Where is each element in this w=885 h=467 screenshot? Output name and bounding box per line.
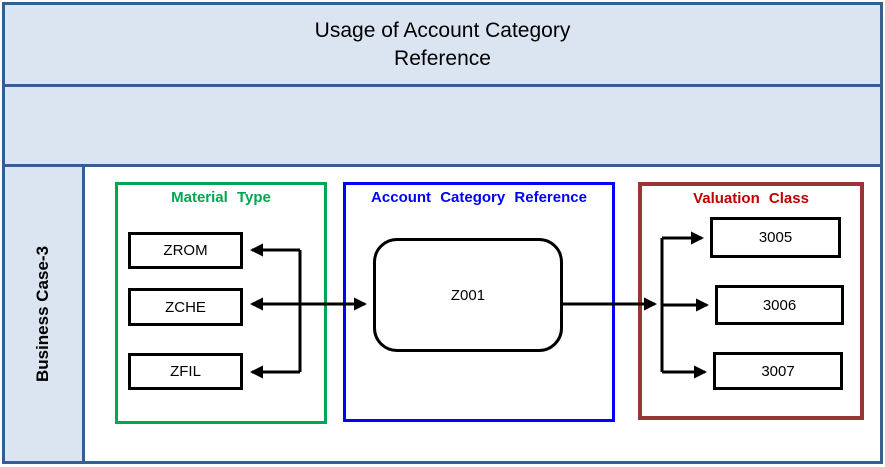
- node-valuation-3006: 3006: [715, 285, 844, 325]
- node-material-zche: ZCHE: [128, 288, 243, 326]
- node-material-zrom: ZROM: [128, 232, 243, 269]
- group-account-category-reference-title: Account Category Reference: [371, 189, 587, 206]
- content-band: Business Case-3 Material Type Account Ca…: [5, 167, 880, 461]
- node-valuation-3005: 3005: [710, 217, 841, 258]
- sidebar-label: Business Case-3: [33, 245, 53, 383]
- empty-band: [5, 87, 880, 167]
- node-valuation-3007: 3007: [713, 352, 843, 390]
- group-valuation-class: Valuation Class: [638, 182, 864, 420]
- sidebar-business-case: Business Case-3: [5, 167, 85, 461]
- title-band: Usage of Account Category Reference: [5, 5, 880, 87]
- group-valuation-class-title: Valuation Class: [693, 190, 809, 207]
- group-account-category-reference: Account Category Reference: [343, 182, 615, 422]
- page-title-line2: Reference: [394, 46, 491, 70]
- node-account-category-z001: Z001: [373, 238, 563, 352]
- page-title-line1: Usage of Account Category: [314, 18, 571, 42]
- group-material-type-title: Material Type: [171, 189, 271, 206]
- node-material-zfil: ZFIL: [128, 353, 243, 390]
